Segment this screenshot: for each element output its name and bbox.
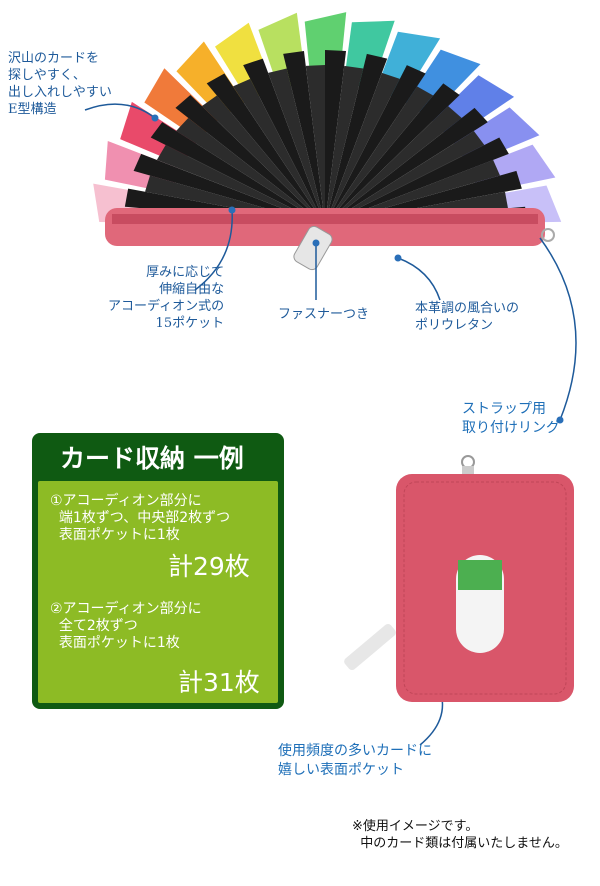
- accordion-pleats: [124, 50, 527, 226]
- pleat: [175, 94, 325, 226]
- closed-wallet: [344, 455, 574, 702]
- ring: [541, 228, 555, 242]
- callout-front-pocket: 使用頻度の多いカードに 嬉しい表面ポケット: [278, 743, 432, 778]
- storage-box-title: カード収納 一例: [60, 444, 244, 473]
- pleat: [325, 50, 347, 225]
- example1-total: 計29枚: [168, 552, 250, 581]
- pleat: [305, 65, 325, 225]
- example1-text: ①アコーディオン部分に 端1枚ずつ、中央部2枚ずつ 表面ポケットに1枚: [50, 493, 231, 543]
- pleat: [325, 137, 509, 225]
- pleat: [206, 73, 325, 225]
- pleat: [233, 78, 325, 225]
- pleat: [325, 130, 485, 225]
- callout-fastener: ファスナーつき: [278, 307, 370, 322]
- disclaimer-note: ※使用イメージです。 中のカード類は付属いたしません。: [352, 819, 568, 851]
- pleat: [268, 68, 325, 225]
- callout-material: 本革調の風合いの ポリウレタン: [415, 301, 520, 333]
- pleat: [325, 72, 400, 225]
- pleat: [156, 145, 325, 225]
- pleat: [243, 58, 325, 225]
- pleat: [325, 53, 388, 225]
- storage-example-box: カード収納 一例 ①アコーディオン部分に 端1枚ずつ、中央部2枚ずつ 表面ポケッ…: [32, 433, 284, 709]
- pleat: [325, 83, 460, 225]
- pleat: [325, 86, 434, 225]
- example2-text: ②アコーディオン部分に 全て2枚ずつ 表面ポケットに1枚: [50, 601, 202, 651]
- pleat: [325, 106, 462, 225]
- pleat: [325, 107, 488, 225]
- pleat: [283, 50, 325, 226]
- pleat: [150, 122, 325, 225]
- pleat: [176, 117, 325, 225]
- pleat: [201, 95, 325, 225]
- pleat: [325, 65, 426, 225]
- callout-ring: ストラップ用 取り付けリング: [462, 401, 560, 436]
- callout-pockets: 厚みに応じて 伸縮自由な アコーディオン式の 15ポケット: [108, 265, 225, 331]
- pleat: [325, 65, 364, 225]
- callout-structure: 沢山のカードを 探しやすく、 出し入れしやすい E型構造: [8, 51, 112, 117]
- pleat: [133, 153, 325, 225]
- example2-total: 計31枚: [178, 668, 260, 697]
- zipper-pull: [293, 225, 333, 271]
